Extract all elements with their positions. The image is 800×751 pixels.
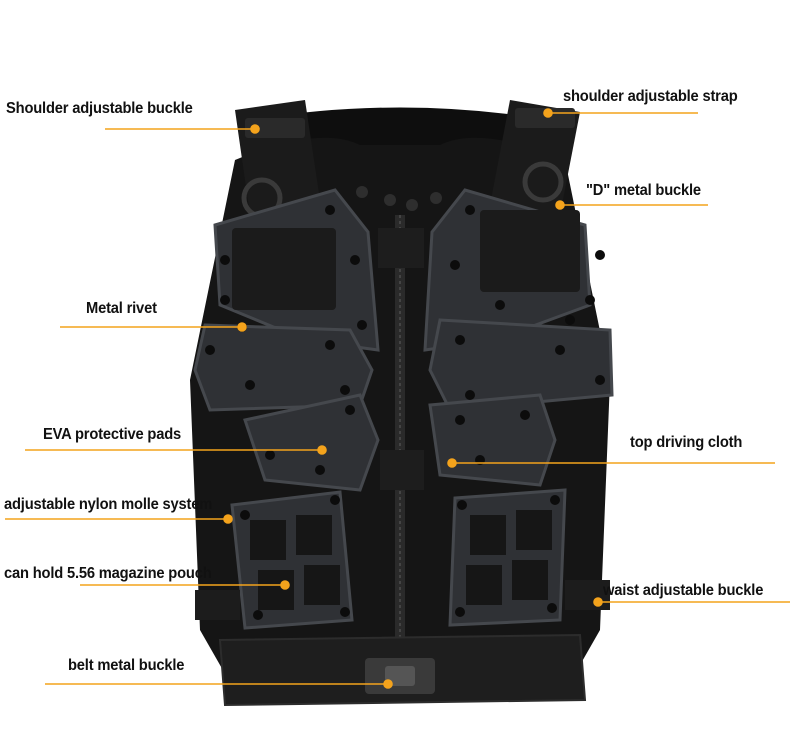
magazine-slot: [258, 570, 294, 610]
right-velcro-panel: [480, 210, 580, 292]
magazine-slot: [250, 520, 286, 560]
label-top-cloth: top driving cloth: [630, 434, 743, 451]
magazine-slot: [304, 565, 340, 605]
label-metal-rivet: Metal rivet: [86, 300, 157, 317]
waist-strap-right: [565, 580, 610, 610]
left-shoulder-buckle: [245, 118, 305, 138]
label-magazine: can hold 5.56 magazine pouch: [4, 565, 212, 582]
right-lower-pad: [428, 393, 557, 487]
magazine-slot: [470, 515, 506, 555]
chest-strap: [378, 228, 424, 268]
chest-strap: [380, 450, 424, 490]
label-belt-buckle: belt metal buckle: [68, 657, 185, 674]
right-shoulder-strap: [490, 100, 580, 215]
belt-buckle-center: [385, 666, 415, 686]
grommet: [384, 194, 396, 206]
label-d-buckle: "D" metal buckle: [586, 182, 701, 199]
magazine-slot: [296, 515, 332, 555]
grommet: [430, 192, 442, 204]
leader-lines: [5, 108, 790, 689]
label-shoulder-strap: shoulder adjustable strap: [563, 88, 738, 105]
right-d-ring: [522, 161, 564, 203]
label-waist-buckle: waist adjustable buckle: [603, 582, 764, 599]
magazine-slot: [466, 565, 502, 605]
grommet: [356, 186, 368, 198]
metal-rivets: [205, 205, 605, 620]
magazine-slot: [512, 560, 548, 600]
label-eva-pads: EVA protective pads: [43, 426, 182, 443]
label-molle: adjustable nylon molle system: [4, 496, 213, 513]
waist-strap-left: [195, 590, 240, 620]
magazine-slot: [516, 510, 552, 550]
left-lower-pad: [243, 393, 380, 492]
label-shoulder-buckle: Shoulder adjustable buckle: [6, 100, 193, 117]
left-velcro-panel: [232, 228, 336, 310]
grommet: [406, 199, 418, 211]
